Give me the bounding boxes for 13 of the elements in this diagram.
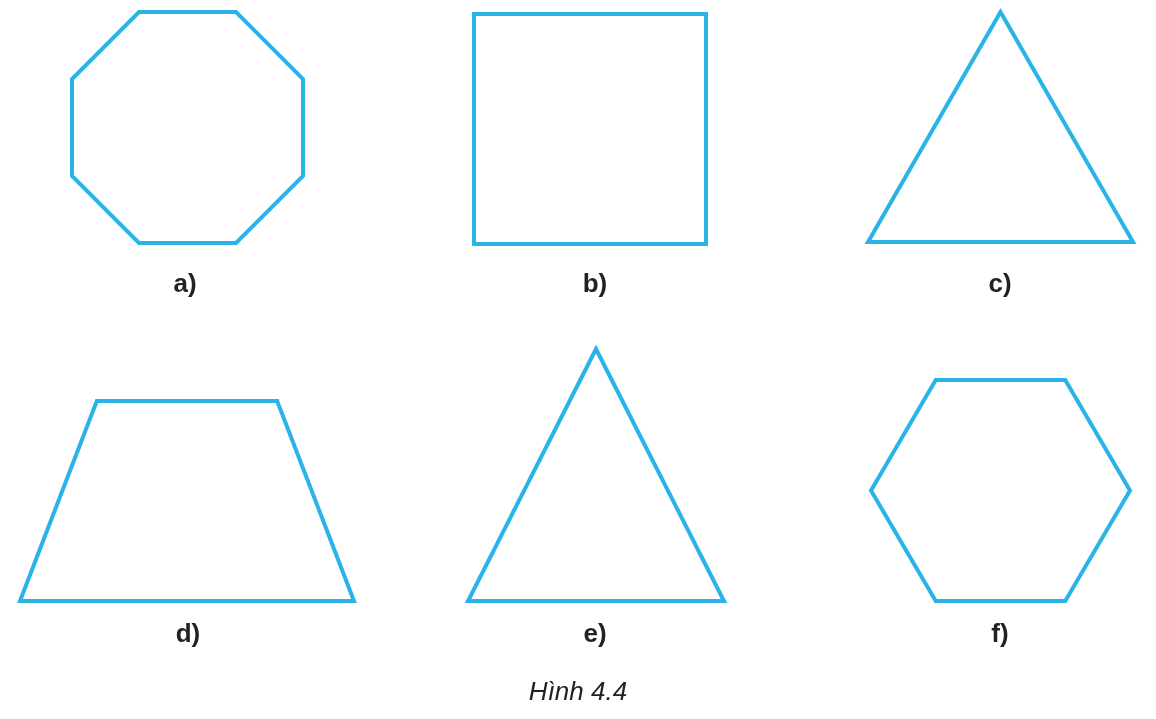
hexagon-outline (869, 378, 1132, 603)
shape-label: f) (991, 618, 1009, 649)
figure-caption: Hình 4.4 (528, 676, 628, 707)
shape-label: e) (583, 618, 607, 649)
shape-label: b) (582, 268, 608, 299)
shape-label: d) (175, 618, 201, 649)
octagon-outline (70, 10, 305, 245)
square-outline (472, 12, 708, 246)
triangle-outline (466, 347, 726, 603)
triangle-outline (866, 10, 1135, 244)
shape-label: a) (173, 268, 197, 299)
trapezoid-outline (18, 399, 356, 603)
shape-label: c) (988, 268, 1012, 299)
